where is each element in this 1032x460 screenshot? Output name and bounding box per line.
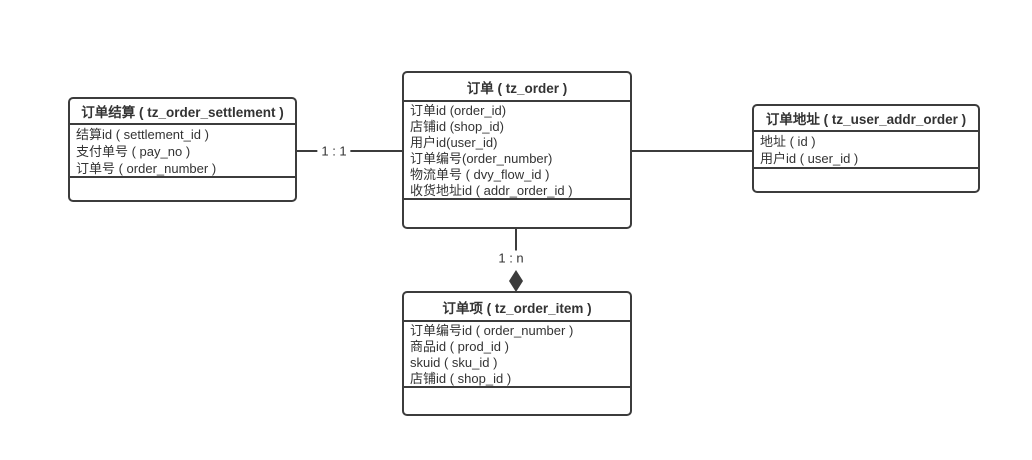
entity-field: 订单编号id ( order_number )	[410, 323, 574, 338]
entity-field: 物流单号 ( dvy_flow_id )	[410, 167, 550, 182]
composition-diamond-icon	[509, 270, 523, 292]
entity-field: 店铺id (shop_id)	[410, 119, 504, 134]
entity-order-item[interactable]: 订单项 ( tz_order_item ) 订单编号id ( order_num…	[402, 291, 632, 416]
entity-fields: 结算id ( settlement_id ) 支付单号 ( pay_no ) 订单号…	[70, 125, 295, 178]
entity-field: 店铺id ( shop_id )	[410, 371, 512, 386]
entity-field: 用户id ( user_id )	[760, 151, 859, 166]
entity-field: 用户id(user_id)	[410, 135, 498, 150]
connector-order-item[interactable]	[515, 229, 517, 251]
entity-field: skuid ( sku_id )	[410, 355, 498, 370]
entity-footer-empty	[754, 169, 978, 191]
entity-field: 订单号 ( order_number )	[76, 161, 217, 176]
entity-fields: 订单id (order_id)店铺id (shop_id)用户id(user_i…	[404, 102, 630, 200]
cardinality-label-1-n: 1 : n	[494, 250, 528, 266]
entity-fields: 订单编号id ( order_number )商品id ( prod_id )s…	[404, 322, 630, 388]
entity-field: 订单编号(order_number)	[410, 151, 553, 166]
entity-title: 订单结算 ( tz_order_settlement )	[70, 99, 295, 125]
connector-order-addr[interactable]	[632, 150, 752, 152]
entity-title: 订单地址 ( tz_user_addr_order )	[754, 106, 978, 132]
entity-field: 结算id ( settlement_id )	[76, 127, 209, 142]
entity-field: 地址 ( id )	[760, 134, 816, 149]
entity-footer-empty	[404, 200, 630, 227]
entity-order[interactable]: 订单 ( tz_order ) 订单id (order_id)店铺id (sho…	[402, 71, 632, 229]
entity-user-addr-order[interactable]: 订单地址 ( tz_user_addr_order ) 地址 ( id ) 用户i…	[752, 104, 980, 193]
entity-field: 支付单号 ( pay_no )	[76, 144, 191, 159]
entity-title: 订单 ( tz_order )	[404, 73, 630, 102]
entity-footer-empty	[70, 178, 295, 200]
entity-field: 订单id (order_id)	[410, 103, 507, 118]
entity-field: 商品id ( prod_id )	[410, 339, 509, 354]
entity-field: 收货地址id ( addr_order_id )	[410, 183, 573, 198]
entity-title: 订单项 ( tz_order_item )	[404, 293, 630, 322]
entity-footer-empty	[404, 388, 630, 414]
entity-fields: 地址 ( id ) 用户id ( user_id )	[754, 132, 978, 169]
cardinality-label-1-1: 1 : 1	[317, 143, 351, 159]
entity-order-settlement[interactable]: 订单结算 ( tz_order_settlement ) 结算id ( sett…	[68, 97, 297, 202]
